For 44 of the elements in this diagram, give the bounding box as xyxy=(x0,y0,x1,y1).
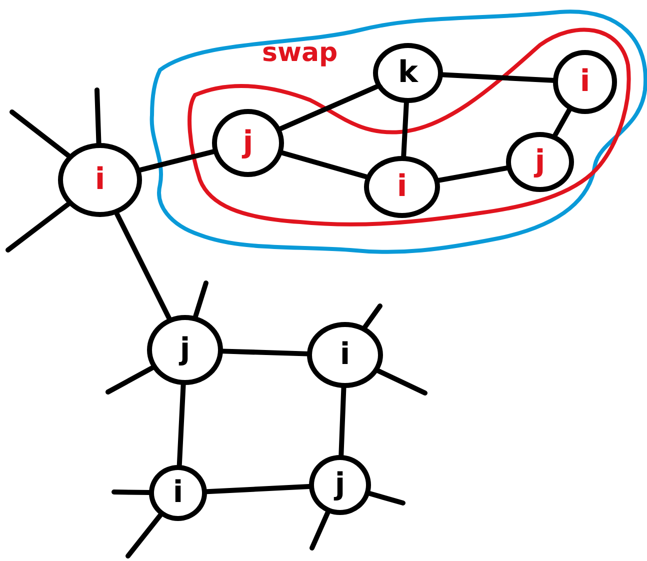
graph-vertex xyxy=(309,455,371,515)
edge-stub xyxy=(10,110,71,158)
graph-edge xyxy=(220,348,310,356)
edge-stub xyxy=(126,512,163,558)
graph-vertex xyxy=(506,132,574,192)
edge-stub xyxy=(106,365,155,394)
graph-edge xyxy=(138,149,216,172)
edge-stub xyxy=(193,280,208,319)
graph-edge xyxy=(114,211,172,321)
edge-stub xyxy=(6,202,71,252)
vertex-label: i xyxy=(94,165,106,195)
graph-edge xyxy=(401,100,409,159)
annotation-text: swap xyxy=(262,38,338,68)
graph-vertex xyxy=(373,43,443,103)
edge-stub xyxy=(376,368,428,396)
edge-stub xyxy=(367,491,406,506)
graph-edge xyxy=(436,166,510,183)
edge-stub xyxy=(112,490,152,496)
graph-vertex xyxy=(212,109,284,177)
vertex-label: j xyxy=(242,128,254,158)
edge-stub xyxy=(94,88,102,146)
graph-edge xyxy=(278,84,380,132)
graph-vertex xyxy=(553,50,617,114)
vertex-label: i xyxy=(396,172,408,202)
edge-stub xyxy=(310,510,330,550)
vertex-label: j xyxy=(534,147,546,177)
graph-vertex xyxy=(149,465,207,521)
graph-vertex xyxy=(364,156,440,218)
graph-edge xyxy=(440,72,556,83)
graph-vertex xyxy=(307,322,383,388)
edge-stub xyxy=(362,304,382,330)
graph-edge xyxy=(338,385,346,458)
vertex-label: j xyxy=(334,470,346,500)
graph-edge xyxy=(176,382,186,468)
graph-edge xyxy=(280,150,369,180)
vertex-label: i xyxy=(172,478,184,508)
vertex-label: j xyxy=(180,335,190,365)
graph-vertex xyxy=(58,143,142,217)
vertex-label: i xyxy=(340,340,350,370)
vertex-label: k xyxy=(398,58,418,88)
graph-edge xyxy=(552,107,572,138)
graph-vertex xyxy=(147,315,223,385)
graph-edge xyxy=(204,484,312,494)
vertex-label: i xyxy=(580,67,590,97)
